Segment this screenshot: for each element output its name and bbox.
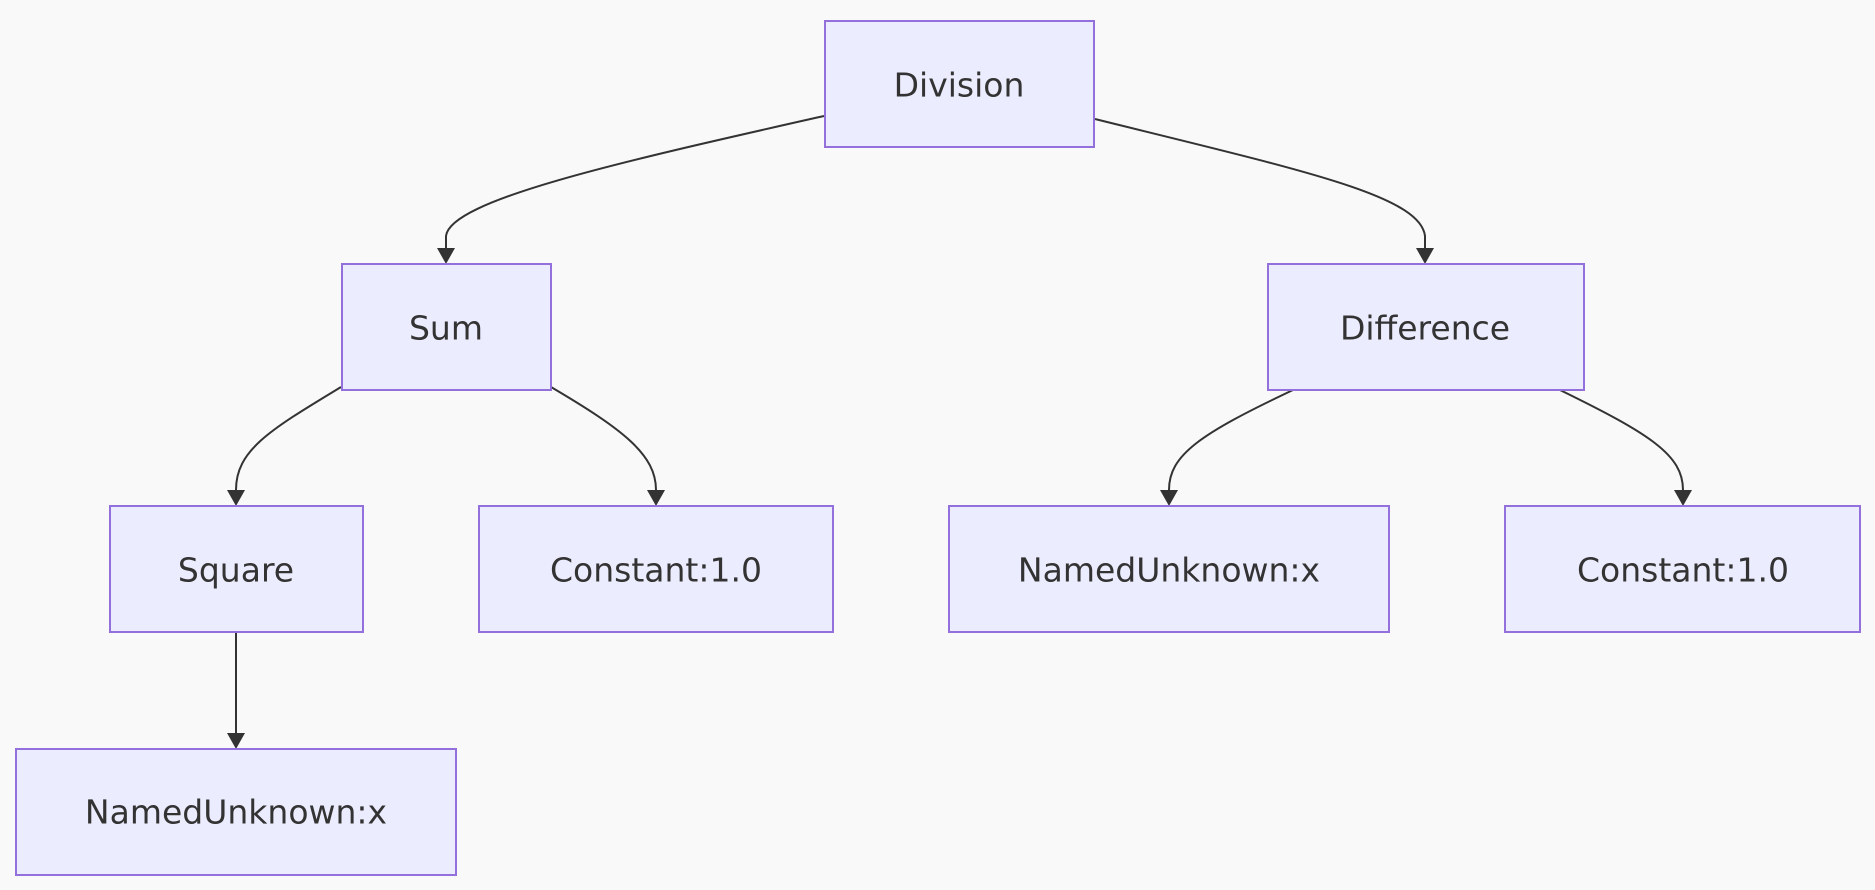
node-difference[interactable]: Difference bbox=[1267, 263, 1585, 391]
node-constant-left-label: Constant:1.0 bbox=[550, 551, 762, 590]
edge-difference-constant-arrow bbox=[1674, 490, 1692, 506]
node-difference-label: Difference bbox=[1340, 309, 1510, 348]
node-namedunknown-right-box bbox=[948, 505, 1390, 633]
edge-difference-namedunknown bbox=[1168, 389, 1294, 493]
edge-difference-constant bbox=[1559, 389, 1684, 493]
edge-division-difference-arrow bbox=[1416, 248, 1434, 264]
node-division-box bbox=[824, 20, 1095, 148]
node-constant-left[interactable]: Constant:1.0 bbox=[478, 505, 834, 633]
node-constant-left-box bbox=[478, 505, 834, 633]
node-square-label: Square bbox=[178, 551, 294, 590]
node-namedunknown-right-label: NamedUnknown:x bbox=[1018, 551, 1320, 590]
edges bbox=[227, 115, 1692, 749]
node-sum-label: Sum bbox=[409, 309, 483, 348]
node-sum[interactable]: Sum bbox=[341, 263, 552, 391]
node-namedunknown-bottom-label: NamedUnknown:x bbox=[85, 793, 387, 832]
node-division[interactable]: Division bbox=[824, 20, 1095, 148]
node-square[interactable]: Square bbox=[109, 505, 364, 633]
edge-division-difference bbox=[1094, 118, 1426, 250]
node-division-label: Division bbox=[894, 66, 1025, 105]
edge-sum-square-arrow bbox=[227, 490, 245, 506]
edge-square-namedunknown-arrow bbox=[227, 733, 245, 749]
edge-division-sum bbox=[445, 115, 825, 250]
edge-sum-constant-arrow bbox=[647, 490, 665, 506]
node-constant-right[interactable]: Constant:1.0 bbox=[1504, 505, 1861, 633]
node-constant-right-box bbox=[1504, 505, 1861, 633]
node-square-box bbox=[109, 505, 364, 633]
edge-sum-square bbox=[235, 386, 342, 493]
node-difference-box bbox=[1267, 263, 1585, 391]
node-sum-box bbox=[341, 263, 552, 391]
edge-difference-namedunknown-arrow bbox=[1160, 490, 1178, 506]
edge-division-sum-arrow bbox=[437, 248, 455, 264]
node-namedunknown-right[interactable]: NamedUnknown:x bbox=[948, 505, 1390, 633]
node-constant-right-label: Constant:1.0 bbox=[1577, 551, 1789, 590]
edge-sum-constant bbox=[550, 386, 657, 493]
node-namedunknown-bottom-box bbox=[15, 748, 457, 876]
node-namedunknown-bottom[interactable]: NamedUnknown:x bbox=[15, 748, 457, 876]
